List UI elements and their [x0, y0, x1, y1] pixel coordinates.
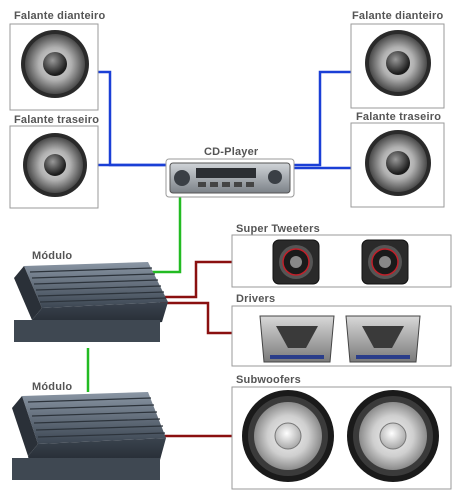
super-tweeters-label: Super Tweeters: [236, 223, 320, 235]
speaker-wires: [92, 70, 368, 170]
front-left-speaker-label: Falante dianteiro: [14, 10, 106, 22]
front-left-speaker: [9, 23, 99, 111]
front-right-speaker-label: Falante dianteiro: [352, 10, 444, 22]
amplifier-module-bottom: [12, 392, 166, 480]
super-tweeter-right: [361, 239, 409, 285]
driver-horn-left: [259, 315, 335, 363]
rear-right-speaker-label: Falante traseiro: [356, 111, 442, 123]
drivers-label: Drivers: [236, 293, 276, 305]
rear-left-speaker-label: Falante traseiro: [14, 114, 100, 126]
front-right-wire: [290, 70, 368, 167]
subwoofers-label: Subwoofers: [236, 374, 301, 386]
rca-wires: [86, 194, 182, 392]
front-left-wire: [92, 70, 172, 167]
driver-horn-right: [345, 315, 421, 363]
cd-player-unit: [165, 158, 295, 198]
module-bottom-label: Módulo: [32, 381, 73, 393]
amplifier-module-top: [14, 262, 168, 342]
super-tweeter-left: [272, 239, 320, 285]
super-tweeters-panel: [231, 234, 452, 288]
front-right-speaker: [350, 23, 445, 109]
subwoofer-right: [347, 390, 439, 482]
cd-player-label: CD-Player: [204, 146, 259, 158]
module-top-label: Módulo: [32, 250, 73, 262]
rear-right-speaker: [350, 122, 445, 208]
subwoofer-left: [242, 390, 334, 482]
rca-cd-to-module-wire: [150, 194, 182, 274]
rear-left-speaker: [9, 125, 99, 209]
